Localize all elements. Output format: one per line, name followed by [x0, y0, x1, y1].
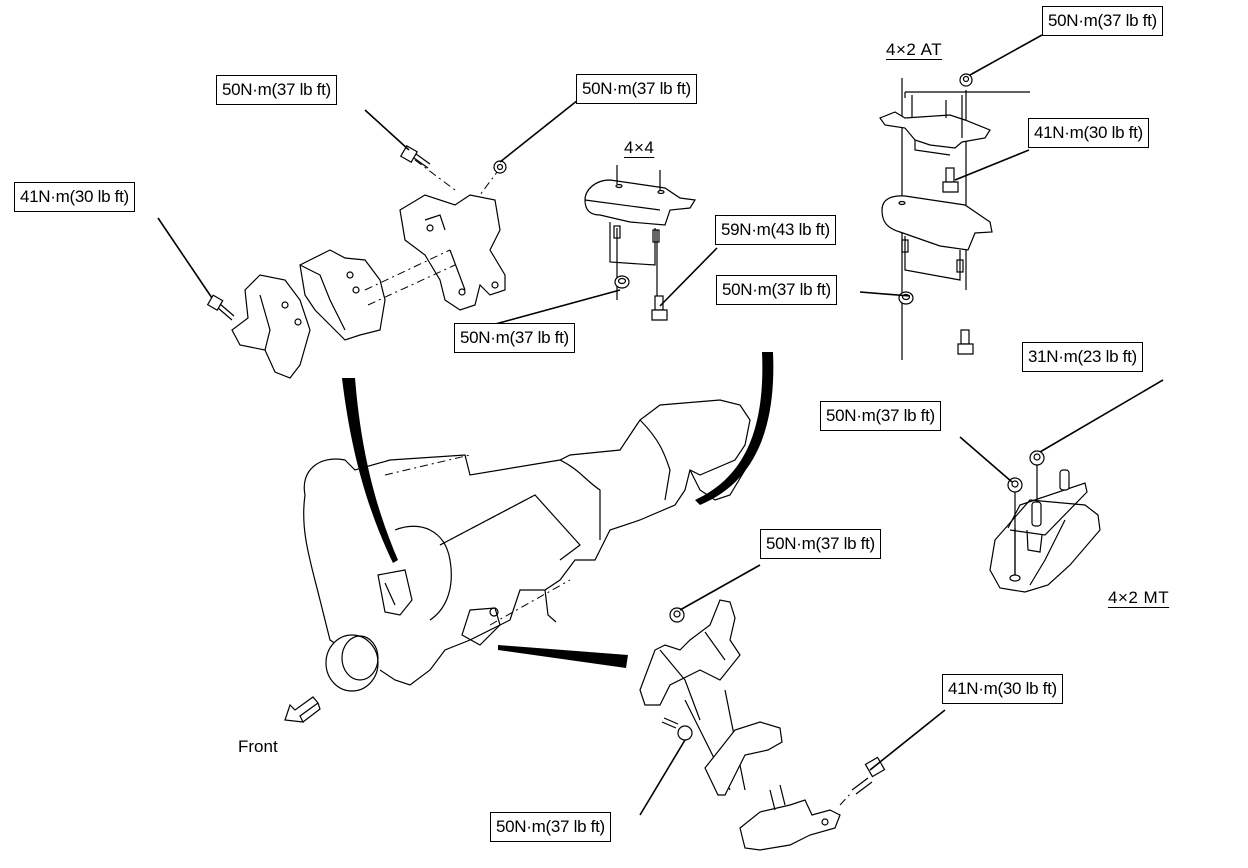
front-direction-label: Front — [238, 737, 278, 756]
torque-label-4x2at-bolt: 41N·m(30 lb ft) — [1028, 118, 1149, 148]
front-arrow-icon — [284, 696, 321, 723]
mount-4x2-at — [879, 73, 993, 360]
torque-label-4x2at-top-nut: 50N·m(37 lb ft) — [1042, 6, 1163, 36]
bolt-icon — [942, 167, 959, 193]
mount-4x4 — [584, 165, 697, 321]
bolt-icon — [651, 295, 668, 321]
torque-label-4x2mt-nut: 50N·m(37 lb ft) — [820, 401, 941, 431]
torque-label-left-mount-nut: 50N·m(37 lb ft) — [576, 74, 697, 104]
bolt-icon — [661, 717, 693, 741]
variant-caption-4x4: 4×4 — [624, 138, 655, 157]
nut-icon — [614, 275, 630, 289]
torque-label-4x2at-nut: 50N·m(37 lb ft) — [716, 275, 837, 305]
left-engine-mount-exploded — [206, 144, 507, 379]
nut-icon — [898, 291, 914, 305]
torque-label-right-mount-bolt: 50N·m(37 lb ft) — [490, 812, 611, 842]
right-engine-mount-exploded — [639, 599, 886, 851]
torque-label-left-insulator-bolt: 41N·m(30 lb ft) — [14, 182, 135, 212]
nut-icon — [669, 607, 685, 623]
torque-label-4x4-nut: 50N·m(37 lb ft) — [454, 323, 575, 353]
variant-caption-4x2-mt: 4×2 MT — [1108, 588, 1170, 607]
engine-transmission-assembly — [303, 352, 774, 692]
torque-label-4x4-bolt: 59N·m(43 lb ft) — [715, 215, 836, 245]
torque-label-left-mount-bolt: 50N·m(37 lb ft) — [216, 75, 337, 105]
mount-4x2-mt — [989, 450, 1101, 593]
nut-icon — [1029, 450, 1045, 466]
nut-icon — [493, 160, 507, 174]
bolt-icon — [206, 294, 235, 321]
variant-caption-4x2-at: 4×2 AT — [886, 40, 943, 59]
bolt-icon — [399, 144, 431, 169]
nut-icon — [959, 73, 973, 87]
torque-label-right-insulator-bolt: 41N·m(30 lb ft) — [942, 674, 1063, 704]
torque-label-right-mount-nut: 50N·m(37 lb ft) — [760, 529, 881, 559]
leader-lines — [157, 34, 1164, 816]
torque-label-4x2mt-stud-nut: 31N·m(23 lb ft) — [1022, 342, 1143, 372]
bolt-icon — [957, 329, 974, 355]
